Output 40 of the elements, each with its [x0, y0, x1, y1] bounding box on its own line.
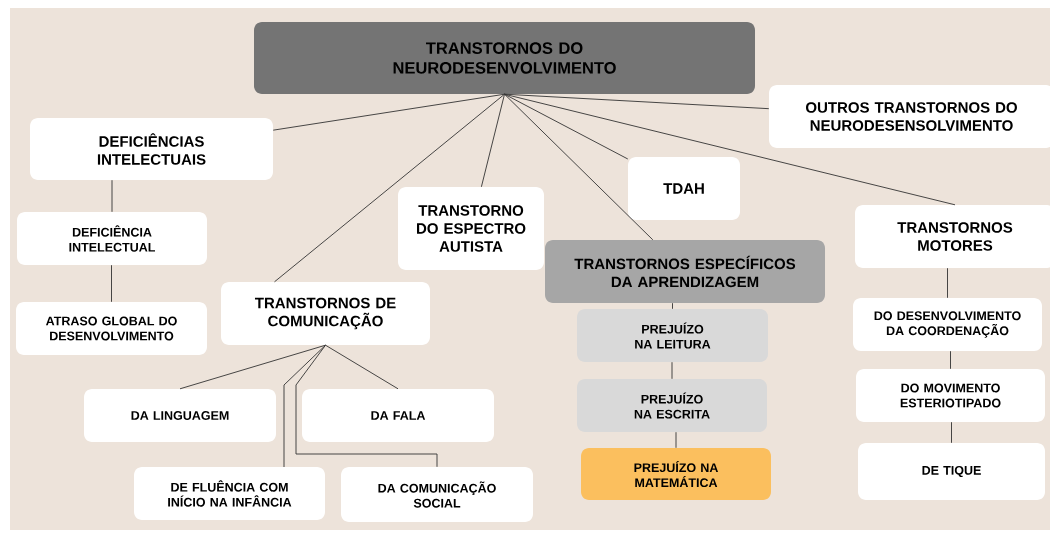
- subtype-box: DE TIQUE: [858, 443, 1045, 500]
- subtype-box: DO MOVIMENTO ESTERIOTIPADO: [856, 369, 1045, 422]
- category-box: TRANSTORNOS DE COMUNICAÇÃO: [221, 282, 430, 345]
- category-box: TRANSTORNOS ESPECÍFICOS DA APRENDIZAGEM: [545, 240, 825, 303]
- connector-line: [274, 93, 505, 283]
- title-box: TRANSTORNOS DO NEURODESENVOLVIMENTO: [254, 22, 755, 94]
- subtype-box: ATRASO GLOBAL DO DESENVOLVIMENTO: [16, 302, 207, 355]
- connector-line: [504, 93, 956, 206]
- category-box: DEFICIÊNCIAS INTELECTUAIS: [30, 118, 273, 180]
- node-label: TRANSTORNOS MOTORES: [897, 222, 1013, 251]
- connector-line: [504, 93, 629, 160]
- connector-line: [111, 264, 112, 303]
- subtype-box: PREJUÍZO NA ESCRITA: [577, 379, 767, 432]
- category-box: TDAH: [628, 157, 740, 220]
- connector-line: [480, 93, 505, 188]
- connector-line: [675, 431, 677, 449]
- connector-line: [325, 344, 399, 390]
- connector-line: [947, 267, 948, 299]
- category-box: OUTROS TRANSTORNOS DO NEURODESENSOLVIMENTO: [769, 85, 1054, 148]
- connector-line: [283, 344, 326, 468]
- highlighted-box: PREJUÍZO NA MATEMÁTICA: [581, 448, 771, 500]
- subtype-box: DEFICIÊNCIA INTELECTUAL: [17, 212, 207, 265]
- connector-line: [672, 302, 673, 310]
- connector-line: [272, 93, 505, 131]
- connector-line: [950, 350, 951, 370]
- subtype-box: DO DESENVOLVIMENTO DA COORDENAÇÃO: [853, 298, 1042, 351]
- subtype-box: PREJUÍZO NA LEITURA: [577, 309, 768, 362]
- connector-line: [295, 344, 438, 468]
- connector-line: [179, 344, 326, 390]
- subtype-box: DE FLUÊNCIA COM INÍCIO NA INFÂNCIA: [134, 467, 325, 520]
- connector-line: [951, 421, 952, 444]
- connector-line: [671, 361, 673, 380]
- subtype-box: DA COMUNICAÇÃO SOCIAL: [341, 467, 533, 522]
- node-label: OUTROS TRANSTORNOS DO NEURODESENSOLVIMENTO: [806, 102, 1017, 131]
- category-box: TRANSTORNOS MOTORES: [855, 205, 1055, 268]
- category-box: TRANSTORNO DO ESPECTRO AUTISTA: [398, 187, 544, 270]
- connector-line: [504, 93, 654, 241]
- subtype-box: DA FALA: [302, 389, 494, 442]
- connector-line: [111, 179, 113, 213]
- subtype-box: DA LINGUAGEM: [84, 389, 276, 442]
